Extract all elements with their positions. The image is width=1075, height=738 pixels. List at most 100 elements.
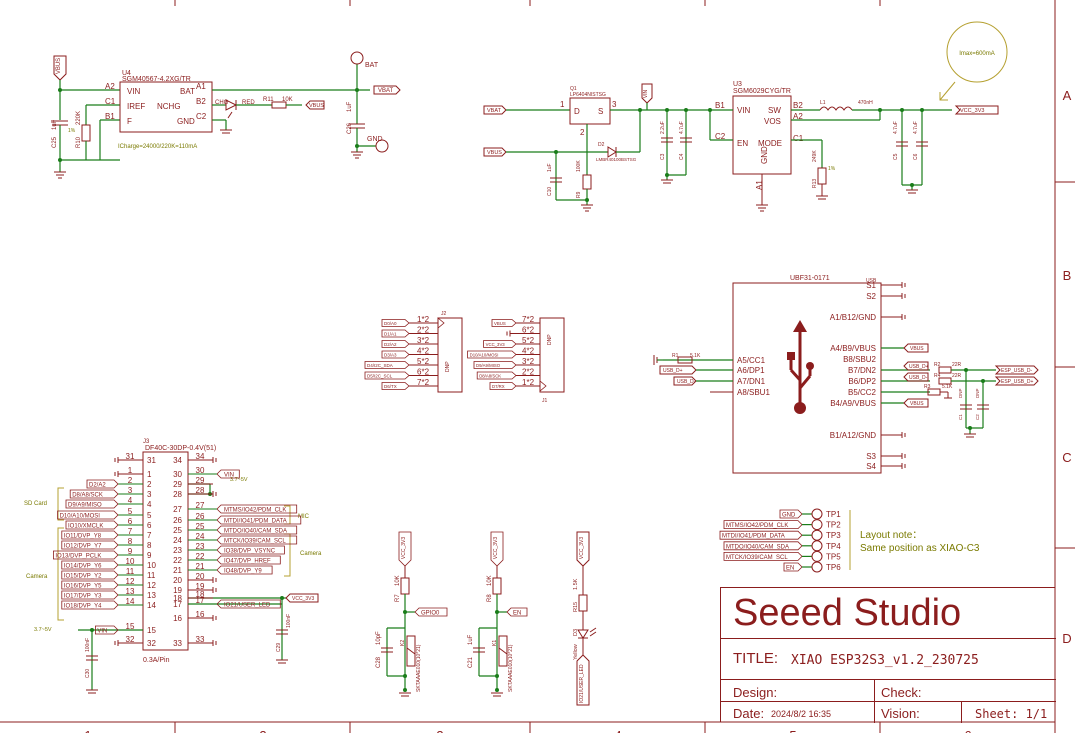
r2-resistor[interactable]: [938, 366, 952, 374]
j3-right-net-flag[interactable]: [216, 525, 298, 535]
esp-usb-dn-flag[interactable]: [994, 365, 1039, 375]
buck-vbus-flag[interactable]: [483, 147, 507, 157]
j3-left-net-flag[interactable]: [65, 499, 119, 509]
j1-net-flag[interactable]: [491, 319, 517, 327]
j3-left-net-flag[interactable]: [61, 590, 119, 600]
usb-body[interactable]: [732, 282, 882, 474]
j3-left-net-flag[interactable]: [61, 540, 119, 550]
r10-resistor[interactable]: [81, 124, 91, 142]
userled-vcc-flag[interactable]: [576, 531, 590, 567]
gnd-pad[interactable]: [375, 139, 389, 153]
tp-net-flag[interactable]: [723, 552, 803, 561]
j3-right-net-flag[interactable]: [216, 535, 298, 545]
j1-net-flag[interactable]: [489, 382, 517, 390]
j3-left-net-flag[interactable]: [61, 580, 119, 590]
d3-led[interactable]: [577, 629, 589, 639]
usb-dp2-flag[interactable]: [903, 361, 929, 371]
button-c-ref: C21: [468, 656, 474, 668]
tp-pad[interactable]: [811, 550, 823, 562]
tp-net-flag[interactable]: [723, 541, 803, 551]
j3-right-net-flag[interactable]: [216, 515, 302, 525]
j2-net-flag[interactable]: [381, 382, 410, 390]
r15-value: 1.5K: [573, 578, 579, 590]
r15-resistor[interactable]: [578, 594, 588, 612]
j3-left-net-flag[interactable]: [65, 520, 119, 530]
button-vcc-flag[interactable]: [398, 531, 412, 567]
j3-right-net-flag[interactable]: [216, 545, 285, 555]
j1-net-flag[interactable]: [467, 350, 517, 359]
r1-resistor[interactable]: [677, 356, 693, 364]
button-switch[interactable]: [406, 635, 416, 667]
l1-inductor[interactable]: [819, 106, 853, 111]
q1-pmos[interactable]: [569, 97, 611, 125]
usb-dp1-flag[interactable]: [659, 365, 697, 375]
j3-right-net-flag[interactable]: [216, 504, 298, 514]
vbus-net-flag[interactable]: [53, 55, 67, 81]
j3-right-pin-inner: 30: [173, 470, 182, 479]
charger-vbus-out-flag[interactable]: [305, 100, 325, 110]
button-net-flag[interactable]: [414, 607, 448, 617]
button-vcc-flag[interactable]: [490, 531, 504, 567]
j2-net-flag[interactable]: [381, 329, 410, 338]
j3-right-pin-inner: 28: [173, 490, 182, 499]
j3-left-net-flag[interactable]: [86, 479, 119, 489]
j1-net-flag[interactable]: [476, 371, 517, 380]
tp-net-flag[interactable]: [719, 530, 803, 540]
j3-left-net-flag[interactable]: [61, 570, 119, 580]
j2-body[interactable]: [437, 317, 463, 393]
esp-usb-dp-flag[interactable]: [994, 376, 1039, 386]
j2-net-flag[interactable]: [364, 361, 410, 369]
buck-vcc3v3-flag[interactable]: [954, 105, 999, 115]
j1-body[interactable]: [539, 317, 565, 393]
tp-pad[interactable]: [811, 508, 823, 520]
usb-vbus-bottom-flag[interactable]: [903, 398, 929, 408]
j3-left-net-flag[interactable]: [57, 510, 119, 520]
j2-net-flag[interactable]: [381, 340, 410, 348]
r13-resistor[interactable]: [817, 167, 827, 185]
tp-pad[interactable]: [811, 519, 823, 531]
chg-led[interactable]: [225, 99, 238, 111]
j3-left-net-flag[interactable]: [61, 600, 119, 610]
j3-body[interactable]: [142, 451, 189, 651]
buck-vbat-flag[interactable]: [483, 105, 507, 115]
j1-net-flag[interactable]: [483, 340, 517, 348]
j2-net-flag[interactable]: [381, 350, 410, 359]
usb-dn2-flag[interactable]: [903, 372, 929, 382]
tp-pad[interactable]: [811, 529, 823, 541]
tp-pad[interactable]: [811, 561, 823, 573]
button-net-flag[interactable]: [506, 607, 528, 617]
tp-pad[interactable]: [811, 540, 823, 552]
bat-pad[interactable]: [350, 51, 364, 65]
j3-right-net-flag[interactable]: [216, 565, 273, 575]
button-pullup-resistor[interactable]: [400, 577, 410, 595]
j3-left-net-flag[interactable]: [69, 489, 119, 499]
u4-charger-ic[interactable]: [119, 81, 213, 133]
j1-net-flag[interactable]: [473, 361, 517, 369]
tp-net-flag[interactable]: [723, 520, 803, 529]
j3-right-net-flag[interactable]: [216, 469, 240, 479]
j3-left-net-flag[interactable]: [53, 550, 119, 560]
d2-diode[interactable]: [607, 146, 617, 158]
j3-right-net-flag[interactable]: [216, 599, 281, 609]
j3-vcc3v3-flag[interactable]: [285, 593, 319, 603]
usb-vbus-top-flag[interactable]: [903, 343, 929, 353]
j3-right-net-flag[interactable]: [216, 555, 281, 565]
tp-net-flag[interactable]: [783, 562, 803, 572]
charger-vbus2-label: VBUS: [309, 103, 324, 109]
c30-ref: C30: [85, 669, 91, 678]
usb-dn1-flag[interactable]: [673, 376, 697, 386]
r9-resistor[interactable]: [582, 174, 592, 190]
button-pullup-resistor[interactable]: [492, 577, 502, 595]
j2-net-flag[interactable]: [364, 371, 410, 380]
j3-left-net-flag[interactable]: [95, 625, 119, 635]
j3-left-net-flag[interactable]: [61, 530, 119, 540]
vbat-net-flag[interactable]: [373, 85, 401, 95]
j3-left-net-flag[interactable]: [61, 560, 119, 570]
button-switch[interactable]: [498, 635, 508, 667]
userled-io21-flag[interactable]: [576, 654, 590, 706]
buck-vin-flag[interactable]: [641, 83, 653, 104]
tp-net-flag[interactable]: [779, 509, 803, 519]
j2-net-flag[interactable]: [381, 319, 410, 327]
j3-left-net-label: IO18/DVP_Y4: [64, 604, 102, 610]
